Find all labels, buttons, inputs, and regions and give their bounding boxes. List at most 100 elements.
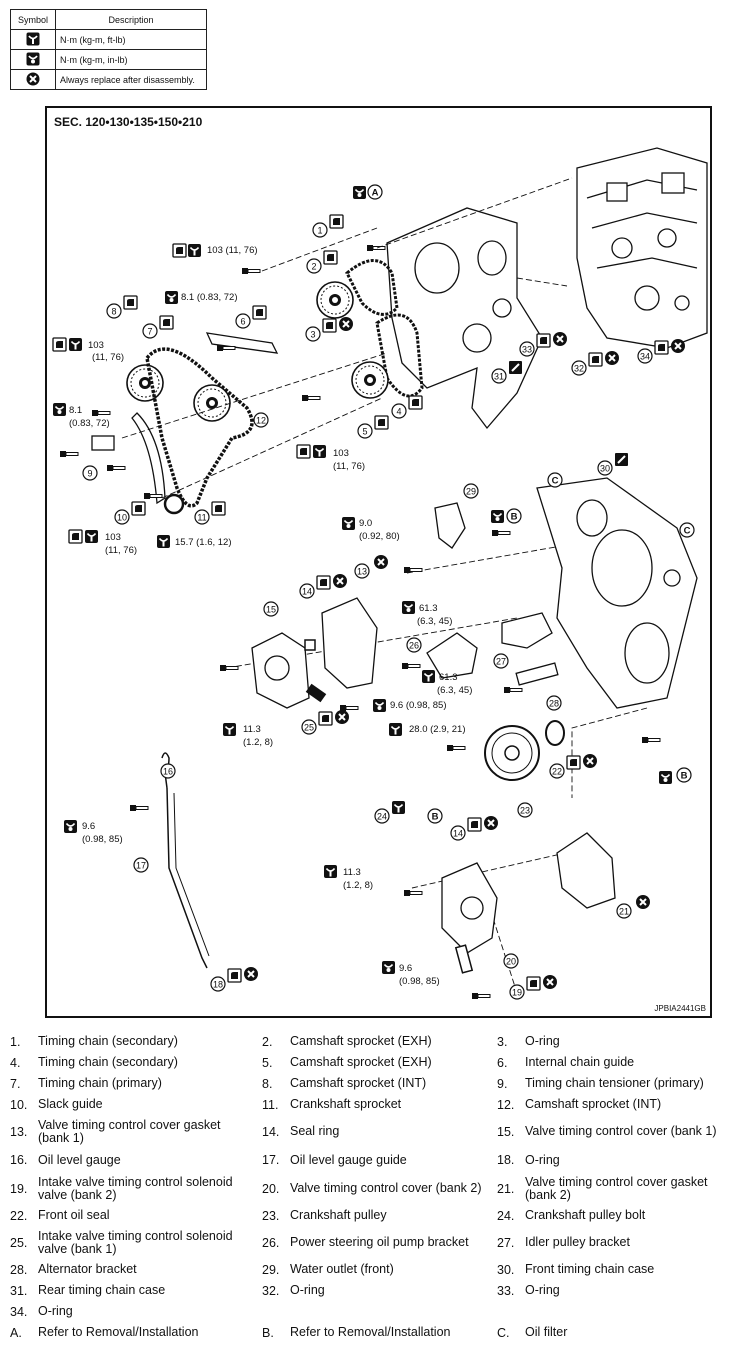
torque-wrench-small-icon [381,960,396,975]
section-title: SEC. 120•130•135•150•210 [54,115,203,129]
part-callout-17: 17 [133,857,149,873]
legend-item-number: 26. [262,1235,280,1250]
legend-item: 6.Internal chain guide [497,1052,734,1073]
svg-text:28: 28 [549,699,559,709]
part-callout-2: 2 [306,258,322,274]
part-callout-14: 14 [299,583,315,599]
power-steering-oil-pump-bracket [426,632,478,679]
torque-spec: 8.1 [69,405,82,416]
part-callout-30: 30 [597,460,613,476]
sealant-icon [508,360,523,375]
legend-item-number: 25. [10,1235,28,1250]
solenoid-valve-bank2 [454,944,474,974]
part-callout-20: 20 [503,953,519,969]
part-callout-22: 22 [549,763,565,779]
svg-text:B: B [511,512,518,523]
parts-legend: 1.Timing chain (secondary)2.Camshaft spr… [0,1031,734,1343]
part-callout-21: 21 [616,903,632,919]
part-callout-14: 14 [450,825,466,841]
torque-spec: 15.7 (1.6, 12) [175,537,232,548]
legend-item-number: 4. [10,1055,21,1070]
legend-item-number: 34. [10,1304,28,1319]
part-callout-24: 24 [374,808,390,824]
legend-item: 14.Seal ring [262,1115,494,1148]
legend-item: 3.O-ring [497,1031,734,1052]
svg-text:B: B [681,771,688,782]
legend-item-description: Valve timing control cover (bank 1) [525,1124,717,1138]
legend-item: 20.Valve timing control cover (bank 2) [262,1172,494,1205]
svg-text:10: 10 [117,513,127,523]
part-callout-3: 3 [305,326,321,342]
torque-spec: 61.3 [439,672,458,683]
legend-item-description: Oil level gauge guide [290,1152,407,1167]
legend-item: 24.Crankshaft pulley bolt [497,1205,734,1226]
torque-wrench-icon [323,864,338,879]
part-callout-6: 6 [235,313,251,329]
part-callout-13: 13 [354,563,370,579]
legend-item-number: 18. [497,1153,515,1167]
legend-item-number: 1. [10,1034,21,1049]
legend-item-number: 2. [262,1034,273,1049]
legend-item-number: 28. [10,1262,28,1277]
svg-text:5: 5 [362,427,367,437]
replace-x-icon [483,815,499,831]
torque-spec: 9.6 [82,821,95,832]
legend-item: 30.Front timing chain case [497,1259,734,1280]
reference-letter-C: C [547,472,563,488]
legend-item: 10.Slack guide [10,1094,242,1115]
apply-fluid-icon [566,755,581,770]
reference-letter-C: C [679,522,695,538]
legend-item: 17.Oil level gauge guide [262,1148,494,1172]
apply-fluid-icon [322,318,337,333]
apply-fluid-icon [227,968,242,983]
svg-text:B: B [432,812,439,823]
legend-item-description: Refer to Removal/Installation [290,1325,451,1339]
crankshaft-sprocket [163,493,185,515]
part-callout-26: 26 [406,637,422,653]
legend-item-number: 10. [10,1097,28,1112]
water-outlet [434,502,466,549]
torque-wrench-small-icon [372,698,387,713]
part-callout-16: 16 [160,763,176,779]
part-callout-34: 34 [637,348,653,364]
legend-item-number: 13. [10,1124,28,1139]
part-callout-4: 4 [391,403,407,419]
svg-text:23: 23 [520,806,530,816]
timing-chain-tensioner [91,435,115,451]
symbol-table: Symbol Description N·m (kg-m, ft-lb) [10,9,207,90]
svg-text:33: 33 [522,345,532,355]
legend-item: 29.Water outlet (front) [262,1259,494,1280]
symbol-description: N·m (kg-m, in-lb) [55,49,207,70]
part-callout-11: 11 [194,509,210,525]
legend-item: 32.O-ring [262,1280,494,1301]
legend-item-description: Crankshaft sprocket [290,1097,402,1111]
part-callout-5: 5 [357,423,373,439]
replace-x-icon [373,554,389,570]
torque-spec: 9.6 (0.98, 85) [390,700,447,711]
legend-item: 13.Valve timing control cover gasket (ba… [10,1115,242,1148]
replace-x-icon [334,709,350,725]
legend-item-number: 8. [262,1076,273,1091]
svg-text:34: 34 [640,352,650,362]
apply-fluid-icon [252,305,267,320]
svg-text:22: 22 [552,767,562,777]
legend-item-number: 20. [262,1181,280,1196]
torque-wrench-small-icon [490,509,505,524]
sealant-icon [614,452,629,467]
torque-spec: (6.3, 45) [437,685,472,696]
legend-item-description: O-ring [525,1152,560,1167]
svg-text:1: 1 [317,226,322,236]
legend-item-number: 31. [10,1283,28,1298]
legend-item-number: 11. [262,1097,279,1112]
legend-row: 10.Slack guide 11. Crankshaft sprocket 12.C… [0,1094,734,1115]
legend-item-number: 16. [10,1153,28,1167]
legend-item: 12.Camshaft sprocket (INT) [497,1094,734,1115]
legend-item-description: Power steering oil pump bracket [290,1235,469,1249]
legend-item: 4.Timing chain (secondary) [10,1052,242,1073]
part-callout-10: 10 [114,509,130,525]
svg-text:2: 2 [311,262,316,272]
legend-item-number: A. [10,1325,22,1340]
torque-spec: 11.3 [243,724,261,735]
timing-chain-primary [145,347,254,508]
